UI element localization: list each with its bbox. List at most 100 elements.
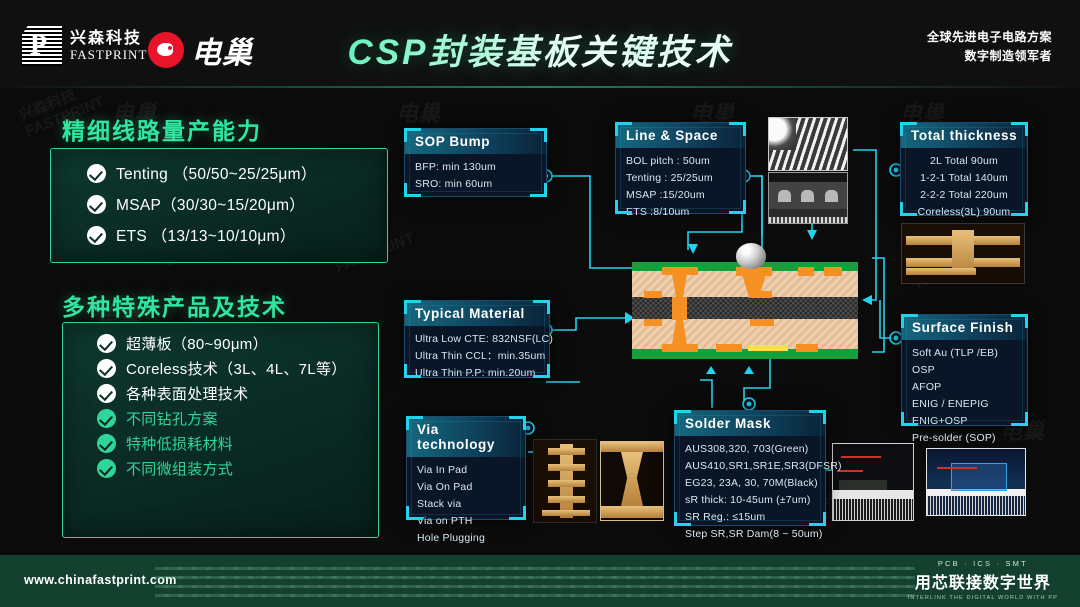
footer-bar: www.chinafastprint.com PCB · ICS · SMT 用… bbox=[0, 555, 1080, 607]
card-line: ENIG+OSP bbox=[912, 414, 968, 427]
list-item-label: MSAP（30/30~15/20μm） bbox=[116, 197, 306, 214]
card-title: Surface Finish bbox=[902, 315, 1027, 340]
check-icon bbox=[97, 459, 116, 478]
card-title: Total thickness bbox=[901, 123, 1027, 148]
list-item: Coreless技术（3L、4L、7L等） bbox=[63, 358, 378, 379]
fastprint-name-cn: 兴森科技 bbox=[70, 30, 147, 48]
dianchao-name: 电巢 bbox=[191, 28, 253, 72]
photo-copper-via-cross-section bbox=[901, 223, 1025, 284]
card-line: BFP: min 130um bbox=[415, 161, 496, 173]
card-line: 1-2-1 Total 140um bbox=[920, 171, 1008, 184]
card-line: Stack via bbox=[417, 497, 462, 510]
check-icon bbox=[97, 359, 116, 378]
list-item-label: 不同钻孔方案 bbox=[126, 411, 218, 428]
panel-fine-line: Tenting （50/50~25/25μm） MSAP（30/30~15/20… bbox=[50, 148, 388, 263]
card-title: Typical Material bbox=[405, 301, 549, 326]
copper-trace bbox=[644, 319, 662, 326]
card-line: Via on PTH bbox=[417, 514, 473, 527]
check-icon bbox=[87, 163, 106, 183]
core-layer bbox=[632, 297, 858, 319]
check-icon bbox=[97, 409, 116, 428]
gold-finger bbox=[748, 345, 788, 351]
copper-trace bbox=[750, 319, 774, 326]
photo-solder-mask-blue bbox=[926, 448, 1026, 516]
copper-via bbox=[672, 297, 687, 320]
copper-via bbox=[672, 274, 687, 298]
copper-pad bbox=[736, 267, 772, 276]
photo-solder-mask-dark bbox=[832, 443, 914, 521]
header-tagline: 全球先进电子电路方案 数字制造领军者 bbox=[927, 28, 1052, 65]
footer-slogan-sub: INTERLINK THE DIGITAL WORLD WITH PP bbox=[907, 595, 1058, 601]
list-item: 超薄板（80~90μm） bbox=[63, 333, 378, 354]
list-item-label: Coreless技术（3L、4L、7L等） bbox=[126, 361, 347, 378]
card-line: MSAP :15/20um bbox=[626, 188, 705, 201]
card-line: OSP bbox=[912, 363, 935, 376]
list-item-label: 不同微组装方式 bbox=[126, 461, 234, 478]
card-line: AUS410,SR1,SR1E,SR3(DFSR) bbox=[685, 459, 842, 472]
photo-stacked-via bbox=[533, 439, 597, 523]
footer-url[interactable]: www.chinafastprint.com bbox=[24, 573, 177, 587]
card-line: EG23, 23A, 30, 70M(Black) bbox=[685, 476, 818, 489]
card-line: Pre-solder (SOP) bbox=[912, 431, 996, 444]
card-line: Ultra Thin P.P: min.20um bbox=[415, 366, 536, 379]
tagline-line-1: 全球先进电子电路方案 bbox=[926, 30, 1052, 44]
card-line: SR Reg.: ≤15um bbox=[685, 510, 766, 523]
copper-pad bbox=[662, 344, 698, 352]
card-solder-mask: Solder Mask AUS308,320, 703(Green) AUS41… bbox=[674, 410, 842, 540]
footer-slogan-small: PCB · ICS · SMT bbox=[937, 559, 1028, 568]
card-line: Ultra Low CTE: 832NSF(LC) bbox=[415, 333, 554, 345]
card-line: 2L Total 90um bbox=[930, 155, 998, 167]
card-title: Via technology bbox=[407, 417, 525, 457]
copper-pad bbox=[798, 267, 814, 276]
list-item: Tenting （50/50~25/25μm） bbox=[51, 162, 387, 184]
check-icon bbox=[97, 334, 116, 353]
card-line: 2-2-2 Total 220um bbox=[920, 188, 1008, 201]
list-item: ETS （13/13~10/10μm） bbox=[51, 224, 387, 246]
card-line: SRO: min 60um bbox=[415, 177, 493, 190]
copper-trace bbox=[750, 291, 772, 298]
card-line: Ultra Thin CCL：min.35um bbox=[415, 349, 546, 362]
copper-trace bbox=[644, 291, 662, 298]
photo-trace-cross-section bbox=[768, 172, 848, 224]
solder-ball bbox=[736, 243, 766, 269]
card-line: Step SR,SR Dam(8 ~ 50um) bbox=[685, 527, 823, 540]
check-icon bbox=[87, 194, 106, 214]
list-item: 特种低损耗材料 bbox=[63, 433, 378, 454]
list-item-label: 特种低损耗材料 bbox=[126, 436, 234, 453]
copper-pad bbox=[662, 267, 698, 275]
tagline-line-2: 数字制造领军者 bbox=[964, 48, 1052, 63]
panel-special-products: 超薄板（80~90μm） Coreless技术（3L、4L、7L等） 各种表面处… bbox=[62, 322, 379, 538]
list-item-label: 各种表面处理技术 bbox=[126, 386, 249, 403]
check-icon bbox=[97, 384, 116, 403]
card-line: AUS308,320, 703(Green) bbox=[685, 443, 809, 455]
copper-via bbox=[672, 319, 687, 345]
fastprint-logo-letter: P bbox=[30, 31, 54, 61]
card-line: Hole Plugging bbox=[417, 531, 485, 544]
list-item: 不同钻孔方案 bbox=[63, 408, 378, 429]
copper-pad bbox=[824, 267, 842, 276]
footer-slogan: PCB · ICS · SMT 用芯联接数字世界 INTERLINK THE D… bbox=[908, 559, 1058, 601]
card-surface-finish: Surface Finish Soft Au (TLP /EB) OSP AFO… bbox=[901, 314, 1028, 444]
check-icon bbox=[87, 225, 106, 245]
card-line: ENIG / ENEPIG bbox=[912, 397, 989, 410]
card-title: Line & Space bbox=[616, 123, 745, 148]
copper-pad bbox=[716, 344, 742, 352]
card-line: Coreless(3L) 90um bbox=[917, 205, 1011, 218]
card-sop-bump: SOP Bump BFP: min 130um SRO: min 60um bbox=[404, 128, 547, 197]
footer-pattern bbox=[155, 567, 915, 597]
card-title: Solder Mask bbox=[675, 411, 825, 436]
list-item-label: Tenting （50/50~25/25μm） bbox=[116, 166, 317, 183]
fastprint-logo-icon: P bbox=[22, 26, 62, 66]
card-line: ETS :8/10um bbox=[626, 205, 690, 218]
card-title: SOP Bump bbox=[405, 129, 546, 154]
card-line: BOL pitch : 50um bbox=[626, 155, 710, 167]
logo-dianchao: 电巢 bbox=[148, 28, 253, 72]
header-divider bbox=[0, 86, 1080, 88]
card-line: AFOP bbox=[912, 380, 942, 393]
list-item-label: 超薄板（80~90μm） bbox=[126, 336, 268, 353]
photo-via-dimension-measurement bbox=[600, 441, 664, 521]
section-heading-fine-line: 精细线路量产能力 bbox=[62, 118, 262, 144]
list-item: 各种表面处理技术 bbox=[63, 383, 378, 404]
photo-fine-line-sem bbox=[768, 117, 848, 171]
